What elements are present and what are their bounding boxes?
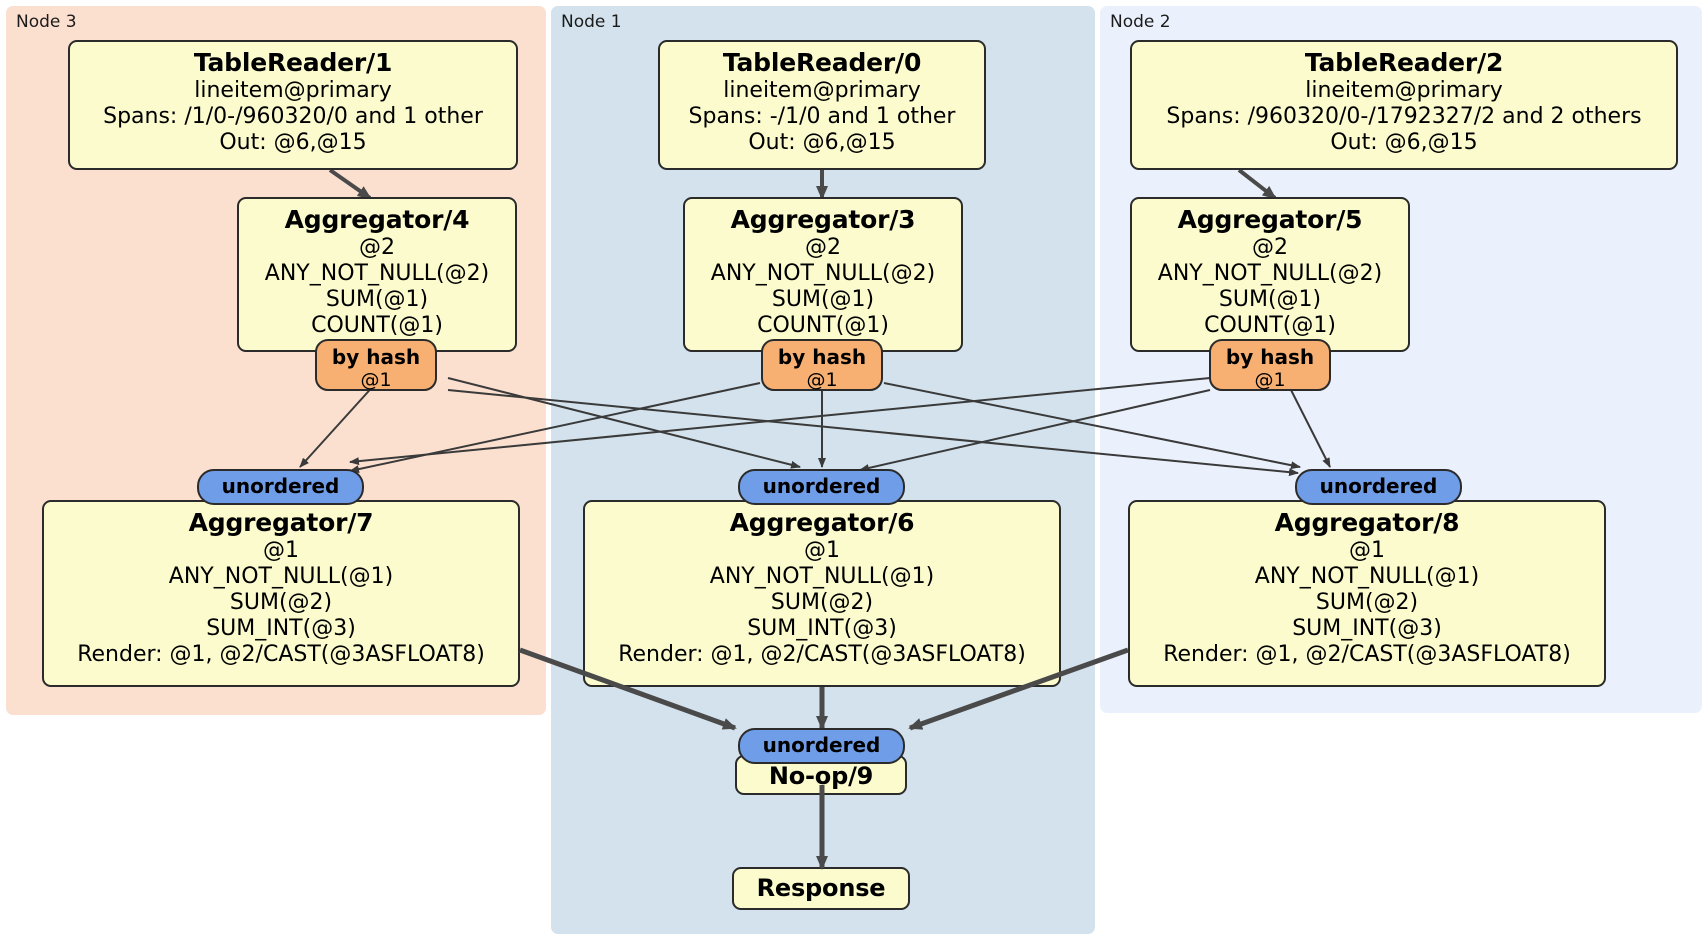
processor-title: Aggregator/6 [729,508,915,537]
processor-detail-line: SUM_INT(@3) [206,616,356,641]
processor-title: Aggregator/5 [1177,205,1363,234]
processor-detail-line: @2 [805,235,841,260]
processor-detail-line: COUNT(@1) [1204,313,1336,338]
processor-detail-line: ANY_NOT_NULL(@1) [709,564,935,589]
processor-detail-line: lineitem@primary [194,78,392,103]
processor-detail-line: ANY_NOT_NULL(@2) [1157,261,1383,286]
processor-aggregator-3[interactable]: Aggregator/3 @2 ANY_NOT_NULL(@2) SUM(@1)… [683,197,963,352]
processor-detail-line: ANY_NOT_NULL(@2) [264,261,490,286]
processor-table-reader-1[interactable]: TableReader/1 lineitem@primary Spans: /1… [68,40,518,170]
processor-detail-line: Render: @1, @2/CAST(@3ASFLOAT8) [1163,642,1571,667]
processor-title: Aggregator/3 [730,205,916,234]
router-title: by hash [777,345,867,369]
processor-detail-line: COUNT(@1) [757,313,889,338]
processor-table-reader-0[interactable]: TableReader/0 lineitem@primary Spans: -/… [658,40,986,170]
router-by-hash-mid[interactable]: by hash @1 [761,339,883,391]
processor-detail-line: lineitem@primary [723,78,921,103]
processor-aggregator-8[interactable]: Aggregator/8 @1 ANY_NOT_NULL(@1) SUM(@2)… [1128,500,1606,687]
processor-detail-line: SUM_INT(@3) [747,616,897,641]
processor-detail-line: Spans: -/1/0 and 1 other [688,104,956,129]
processor-detail-line: SUM_INT(@3) [1292,616,1442,641]
router-title: by hash [331,345,421,369]
router-by-hash-left[interactable]: by hash @1 [315,339,437,391]
synchronizer-unordered-final[interactable]: unordered [738,728,905,764]
processor-aggregator-6[interactable]: Aggregator/6 @1 ANY_NOT_NULL(@1) SUM(@2)… [583,500,1061,687]
processor-detail-line: @1 [804,538,840,563]
processor-detail-line: COUNT(@1) [311,313,443,338]
processor-response[interactable]: Response [732,867,910,910]
processor-detail-line: @1 [1349,538,1385,563]
processor-detail-line: Render: @1, @2/CAST(@3ASFLOAT8) [77,642,485,667]
processor-detail-line: Render: @1, @2/CAST(@3ASFLOAT8) [618,642,1026,667]
processor-title: No-op/9 [768,762,874,790]
processor-detail-line: Spans: /960320/0-/1792327/2 and 2 others [1166,104,1642,129]
node-panel-label-node2: Node 2 [1110,12,1171,32]
router-subtitle: @1 [1254,369,1286,391]
processor-detail-line: lineitem@primary [1305,78,1503,103]
processor-table-reader-2[interactable]: TableReader/2 lineitem@primary Spans: /9… [1130,40,1678,170]
processor-detail-line: ANY_NOT_NULL(@1) [1254,564,1480,589]
synchronizer-unordered-left[interactable]: unordered [197,469,364,505]
processor-title: Aggregator/4 [284,205,470,234]
processor-detail-line: SUM(@1) [1218,287,1322,312]
processor-detail-line: Out: @6,@15 [1330,130,1478,155]
processor-title: TableReader/1 [193,48,393,77]
processor-detail-line: SUM(@2) [229,590,333,615]
router-subtitle: @1 [360,369,392,391]
processor-detail-line: Out: @6,@15 [748,130,896,155]
node-panel-label-node1: Node 1 [561,12,622,32]
processor-detail-line: Out: @6,@15 [219,130,367,155]
processor-aggregator-4[interactable]: Aggregator/4 @2 ANY_NOT_NULL(@2) SUM(@1)… [237,197,517,352]
router-title: by hash [1225,345,1315,369]
processor-detail-line: SUM(@1) [325,287,429,312]
processor-detail-line: SUM(@2) [1315,590,1419,615]
processor-detail-line: @2 [359,235,395,260]
processor-title: TableReader/2 [1304,48,1504,77]
processor-detail-line: ANY_NOT_NULL(@2) [710,261,936,286]
router-by-hash-right[interactable]: by hash @1 [1209,339,1331,391]
synchronizer-unordered-mid[interactable]: unordered [738,469,905,505]
node-panel-label-node3: Node 3 [16,12,77,32]
processor-title: Aggregator/7 [188,508,374,537]
processor-detail-line: SUM(@2) [770,590,874,615]
synchronizer-title: unordered [221,474,340,498]
processor-detail-line: Spans: /1/0-/960320/0 and 1 other [103,104,483,129]
processor-title: Aggregator/8 [1274,508,1460,537]
synchronizer-title: unordered [762,474,881,498]
processor-aggregator-7[interactable]: Aggregator/7 @1 ANY_NOT_NULL(@1) SUM(@2)… [42,500,520,687]
processor-detail-line: @1 [263,538,299,563]
processor-detail-line: SUM(@1) [771,287,875,312]
processor-aggregator-5[interactable]: Aggregator/5 @2 ANY_NOT_NULL(@2) SUM(@1)… [1130,197,1410,352]
router-subtitle: @1 [806,369,838,391]
processor-title: TableReader/0 [722,48,922,77]
synchronizer-unordered-right[interactable]: unordered [1295,469,1462,505]
processor-detail-line: ANY_NOT_NULL(@1) [168,564,394,589]
processor-detail-line: @2 [1252,235,1288,260]
synchronizer-title: unordered [1319,474,1438,498]
processor-title: Response [756,874,886,902]
synchronizer-title: unordered [762,733,881,757]
